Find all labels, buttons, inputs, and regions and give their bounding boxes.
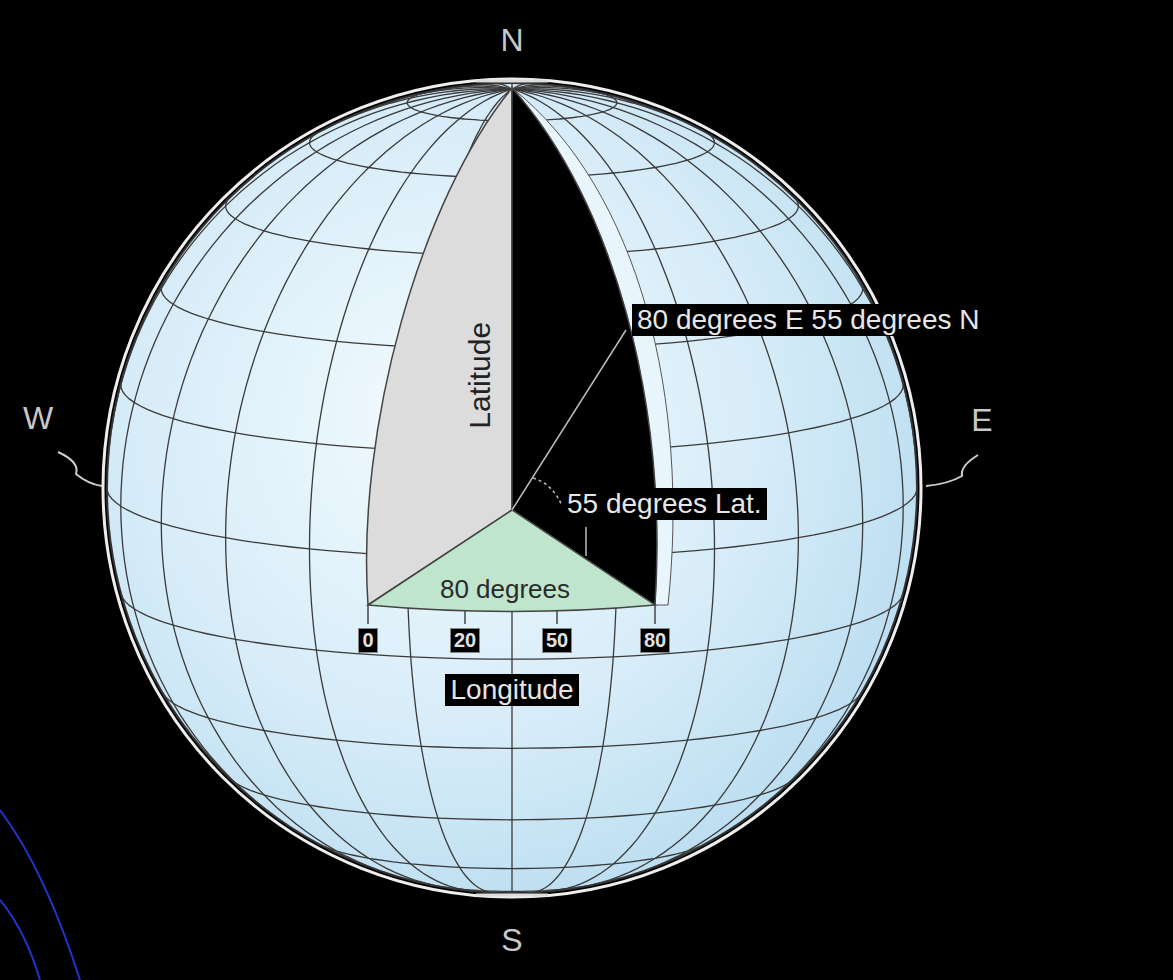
grid-line <box>319 844 704 868</box>
compass-letter: W <box>23 400 53 437</box>
grid-line <box>512 83 530 89</box>
grid-line <box>232 780 792 819</box>
wedge-label: Latitude <box>463 322 498 429</box>
decor-arc <box>0 810 80 980</box>
tick-line <box>464 610 466 624</box>
globe-rim <box>103 79 921 897</box>
grid-line <box>434 885 590 891</box>
angle-label: 55 degrees Lat. <box>562 488 767 520</box>
compass-letter: E <box>971 402 992 439</box>
wedge-label: 80 degrees <box>440 575 570 605</box>
axis-label: Longitude <box>445 674 578 706</box>
pole-mark <box>476 894 548 897</box>
graticule <box>107 83 917 893</box>
leader-line <box>512 330 626 510</box>
decor-arc <box>0 900 40 980</box>
grid-line <box>512 88 620 98</box>
tick-line <box>556 610 558 624</box>
globe-body <box>107 83 917 893</box>
tick-number: 50 <box>542 628 572 653</box>
west-pointer <box>58 452 102 486</box>
tick-line <box>654 606 656 624</box>
east-pointer <box>926 455 978 486</box>
angle-arc <box>533 478 562 506</box>
leader-line <box>585 527 587 556</box>
tick-number: 20 <box>450 628 480 653</box>
tick-line <box>367 606 369 624</box>
tick-number: 80 <box>640 628 670 653</box>
point-callout: 80 degrees E 55 degrees N <box>632 304 984 336</box>
tick-number: 0 <box>358 628 377 653</box>
pole-mark <box>476 80 548 83</box>
longitude-wedge <box>368 510 655 612</box>
compass-letter: S <box>501 922 522 959</box>
compass-letter: N <box>500 22 523 59</box>
